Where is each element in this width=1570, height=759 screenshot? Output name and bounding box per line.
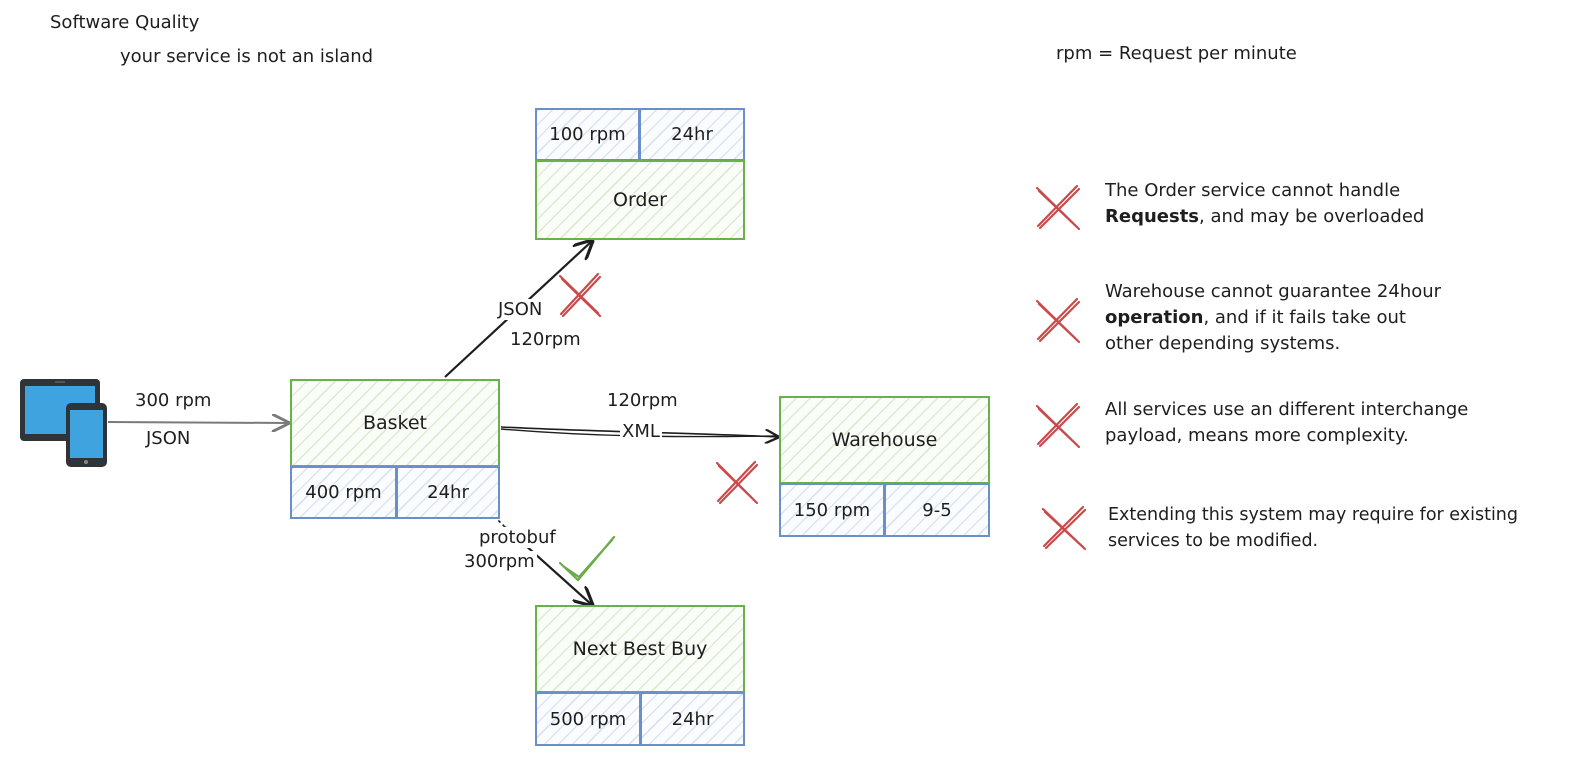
issue-text: , and if it fails take out [1203,307,1406,328]
issue-note-payload: All services use an different interchang… [1105,397,1468,449]
devices-icon [20,379,107,467]
issue-emphasis: Requests [1105,206,1200,227]
basket-warehouse-format: XML [620,421,662,442]
issue-line: Requests, and may be overloaded [1105,204,1424,230]
issue-text: , and may be overloaded [1199,206,1425,227]
issue-line: other depending systems. [1105,333,1341,354]
rpm-legend: rpm = Request per minute [1056,43,1297,64]
cross-icon [1035,297,1081,344]
issue-note-warehouse: Warehouse cannot guarantee 24hour operat… [1105,279,1441,357]
client-format-label: JSON [146,428,191,449]
cross-icon [715,460,759,505]
issue-line: payload, means more complexity. [1105,425,1409,446]
issue-line: Warehouse cannot guarantee 24hour [1105,281,1442,302]
issue-line: services to be modified. [1108,531,1319,551]
check-icon [558,535,616,582]
basket-warehouse-rate: 120rpm [607,390,678,411]
issue-line: Extending this system may require for ex… [1108,505,1519,525]
order-hours-cell: 24hr [639,108,745,161]
basket-rpm-cell: 400 rpm [290,466,397,519]
order-rpm-cell: 100 rpm [535,108,640,161]
issue-note-order: The Order service cannot handle Requests… [1105,178,1424,230]
basket-nbb-format: protobuf [477,527,558,548]
warehouse-rpm-cell: 150 rpm [779,483,885,537]
issue-line: operation, and if it fails take out [1105,305,1441,331]
nbb-service-box: Next Best Buy [535,605,745,693]
basket-service-box: Basket [290,379,500,467]
basket-nbb-rate: 300rpm [462,551,537,572]
warehouse-service-box: Warehouse [779,396,990,484]
cross-icon [1035,402,1081,449]
issue-emphasis: operation [1105,307,1204,328]
basket-hours-cell: 24hr [396,466,500,519]
issue-line: All services use an different interchang… [1105,399,1469,420]
page-subtitle: your service is not an island [120,46,374,67]
page-title: Software Quality [50,12,200,33]
cross-icon [558,272,602,318]
issue-note-extending: Extending this system may require for ex… [1108,502,1518,554]
warehouse-hours-cell: 9-5 [884,483,990,537]
order-service-box: Order [535,160,745,240]
basket-order-rate: 120rpm [510,329,581,350]
issue-line: The Order service cannot handle [1105,180,1401,201]
cross-icon [1035,184,1081,231]
nbb-hours-cell: 24hr [640,692,745,746]
basket-order-format: JSON [496,299,545,320]
cross-icon [1041,505,1087,551]
nbb-rpm-cell: 500 rpm [535,692,641,746]
client-rate-label: 300 rpm [135,390,212,411]
client-basket-arrow [107,422,288,423]
